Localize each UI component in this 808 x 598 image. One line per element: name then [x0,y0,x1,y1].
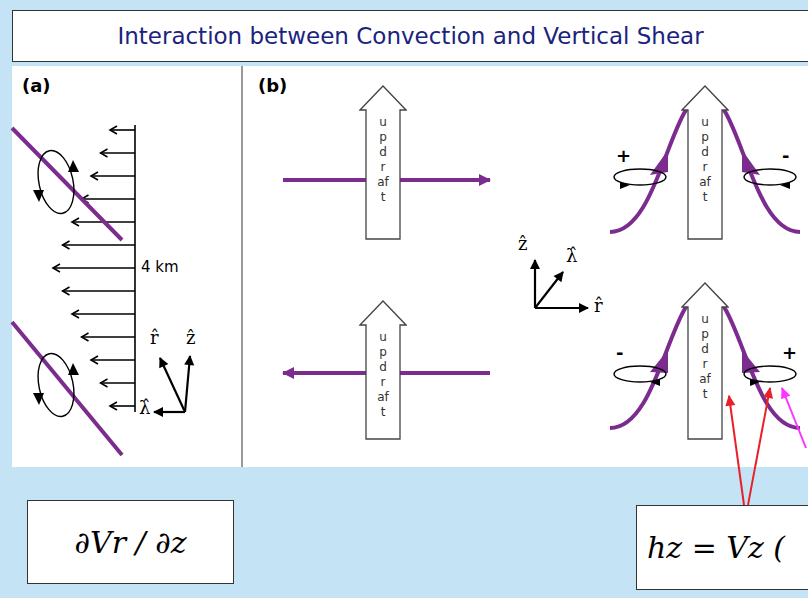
wind-arrow [110,129,135,131]
panel-label: 4 km [141,259,179,276]
wind-arrow [72,313,135,315]
axis-label: r̂ [150,328,159,349]
circulation-head [33,190,44,202]
wind-arrow [53,267,135,269]
wind-arrow [91,175,135,177]
updraft-arrow: updraft [681,282,729,440]
title-banner: Interaction between Convection and Verti… [12,10,808,62]
axis-label: λ̂ [139,398,150,419]
formula-text: hz = Vz ( [647,530,785,565]
vortex-head [742,350,760,373]
circulation [33,350,80,420]
updraft-arrow: updraft [359,85,407,240]
formula-box: hz = Vz ( [636,505,808,590]
sign-label: - [616,343,623,364]
axis-r [535,307,588,309]
axis-label: ẑ [518,234,527,255]
circulation-head [620,182,630,189]
axis-z [185,356,190,412]
wind-profile [53,125,135,412]
axis-lambda [535,272,563,308]
axis-z [534,260,536,308]
pointers [748,388,806,505]
axis-label: λ̂ [566,246,577,267]
wind-arrow [82,336,136,338]
sign-label: + [782,343,797,364]
updraft-outline-path [360,86,406,239]
circulation-head [780,182,790,189]
vortex-head [650,350,668,373]
updraft-label: updraft [699,312,711,402]
wind-arrow [110,405,135,407]
formula-box: ∂Vr / ∂z [27,500,234,584]
updraft-outline-path [360,301,406,439]
axis-r [160,358,185,412]
magenta-pointer [782,388,806,448]
vortex-tube-a [12,128,122,455]
axis-lambda [154,411,185,413]
circulation-head [33,393,44,405]
circulation-head [68,160,79,172]
axes-a [154,356,190,412]
updraft-arrow: updraft [681,85,729,240]
updraft-outline-path [682,283,728,439]
wind-arrow [91,359,135,361]
pointer-arrow [729,396,744,505]
wind-arrow [63,290,136,292]
wind-arrow [101,152,136,154]
updraft-outline-path [682,86,728,239]
vortex-line [12,128,122,240]
red-pointer [748,388,770,505]
axes-b [535,260,588,308]
updraft-label: updraft [377,115,389,205]
panel-label: (b) [258,76,287,97]
vortex-line [12,322,122,455]
circulation-head [750,379,760,386]
wind-arrow [63,244,136,246]
sign-label: + [616,146,631,167]
axis-label: r̂ [594,296,603,317]
wind-arrow [82,198,136,200]
circulation-head [650,379,660,386]
panel-divider [241,66,243,467]
formula-text: ∂Vr / ∂z [74,525,186,560]
updraft-label: updraft [699,115,711,205]
updraft-arrow: updraft [359,300,407,440]
panel-ground [12,66,808,467]
axis-label: ẑ [186,328,195,349]
panel-label: (a) [22,76,51,97]
sign-label: - [782,146,789,167]
wind-arrow [101,382,136,384]
title-text: Interaction between Convection and Verti… [117,23,703,49]
circulation-head [68,363,79,375]
circulation [33,147,80,217]
updraft-label: updraft [377,330,389,420]
